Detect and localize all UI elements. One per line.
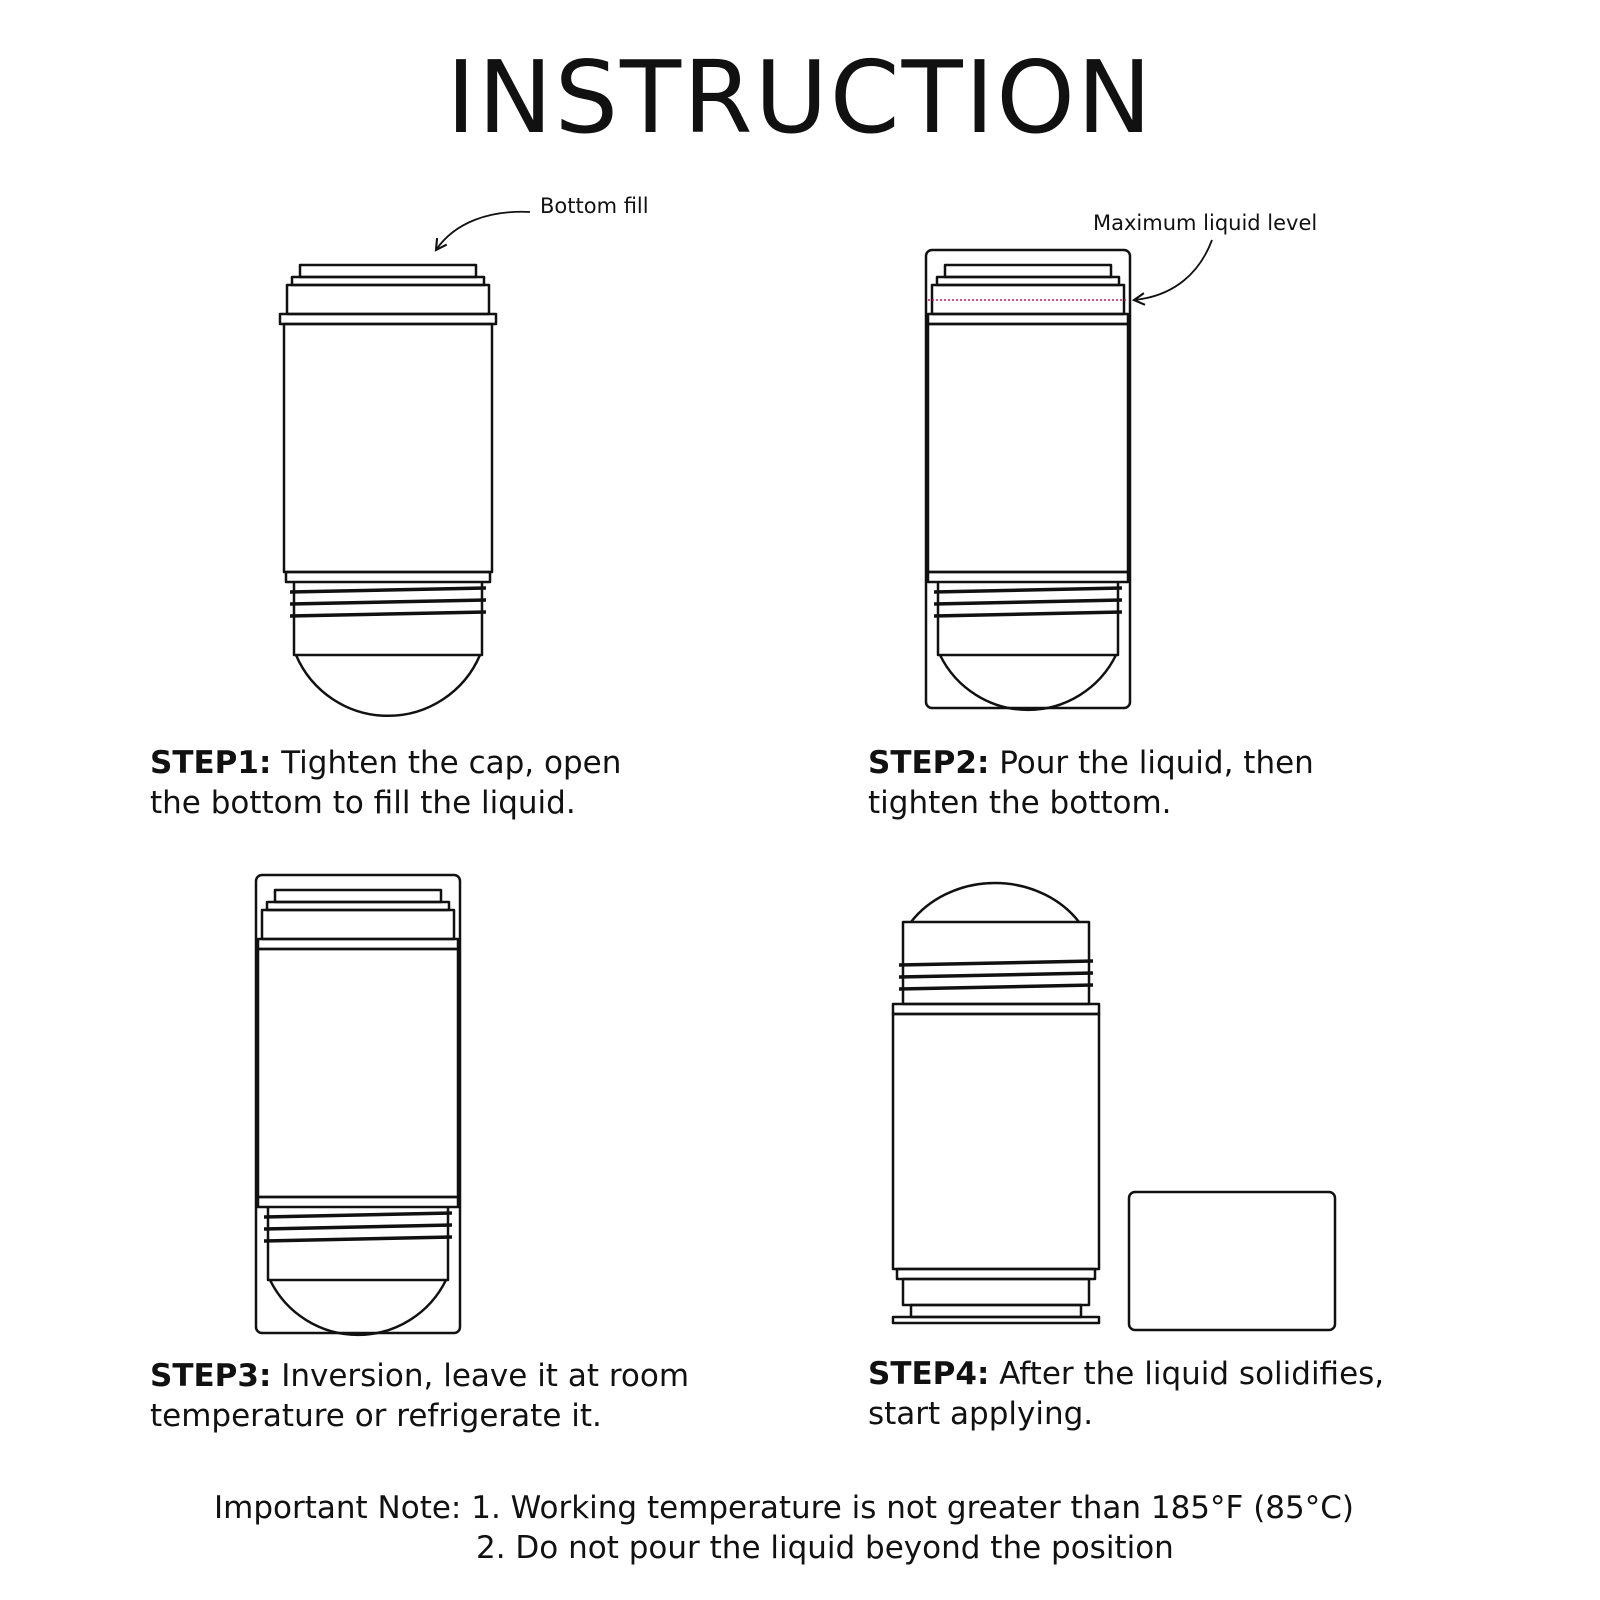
step1-text: STEP1: Tighten the cap, open the bottom … bbox=[150, 743, 650, 823]
step3-stick-illustration bbox=[254, 873, 462, 1337]
step3-description: Inversion, leave it at room temperature … bbox=[150, 1358, 690, 1434]
note-line-1: Important Note: 1. Working temperature i… bbox=[214, 1488, 1414, 1528]
step4-stick-illustration bbox=[891, 881, 1101, 1325]
step3-label: STEP3: bbox=[150, 1358, 272, 1394]
removed-cap-illustration bbox=[1127, 1190, 1337, 1332]
max-level-arrow bbox=[1131, 239, 1213, 306]
step2-description: Pour the liquid, then tighten the bottom… bbox=[868, 745, 1314, 821]
note-line-2: 2. Do not pour the liquid beyond the pos… bbox=[214, 1528, 1414, 1568]
step4-label: STEP4: bbox=[868, 1356, 990, 1392]
step2-label: STEP2: bbox=[868, 745, 990, 781]
note-item-1: 1. Working temperature is not greater th… bbox=[471, 1490, 1354, 1526]
note-prefix: Important Note: bbox=[214, 1490, 462, 1526]
note-item-2: 2. Do not pour the liquid beyond the pos… bbox=[476, 1530, 1174, 1566]
step1-description: Tighten the cap, open the bottom to fill… bbox=[150, 745, 622, 821]
bottom-fill-arrow bbox=[434, 210, 531, 252]
step1-stick-illustration bbox=[278, 263, 498, 717]
page-title: INSTRUCTION bbox=[446, 39, 1154, 156]
step4-description: After the liquid solidifies, start apply… bbox=[868, 1356, 1385, 1432]
step3-text: STEP3: Inversion, leave it at room tempe… bbox=[150, 1356, 690, 1436]
cap-outline bbox=[924, 248, 1132, 710]
max-level-label: Maximum liquid level bbox=[1093, 211, 1317, 235]
important-note: Important Note: 1. Working temperature i… bbox=[214, 1488, 1414, 1568]
step2-text: STEP2: Pour the liquid, then tighten the… bbox=[868, 743, 1328, 823]
step1-label: STEP1: bbox=[150, 745, 272, 781]
step4-text: STEP4: After the liquid solidifies, star… bbox=[868, 1354, 1388, 1434]
step2-stick-illustration bbox=[924, 248, 1132, 712]
max-level-callout: Maximum liquid level bbox=[1093, 211, 1317, 306]
cap-outline bbox=[254, 873, 462, 1335]
bottom-fill-label: Bottom fill bbox=[540, 194, 649, 218]
bottom-fill-callout: Bottom fill bbox=[434, 194, 649, 252]
